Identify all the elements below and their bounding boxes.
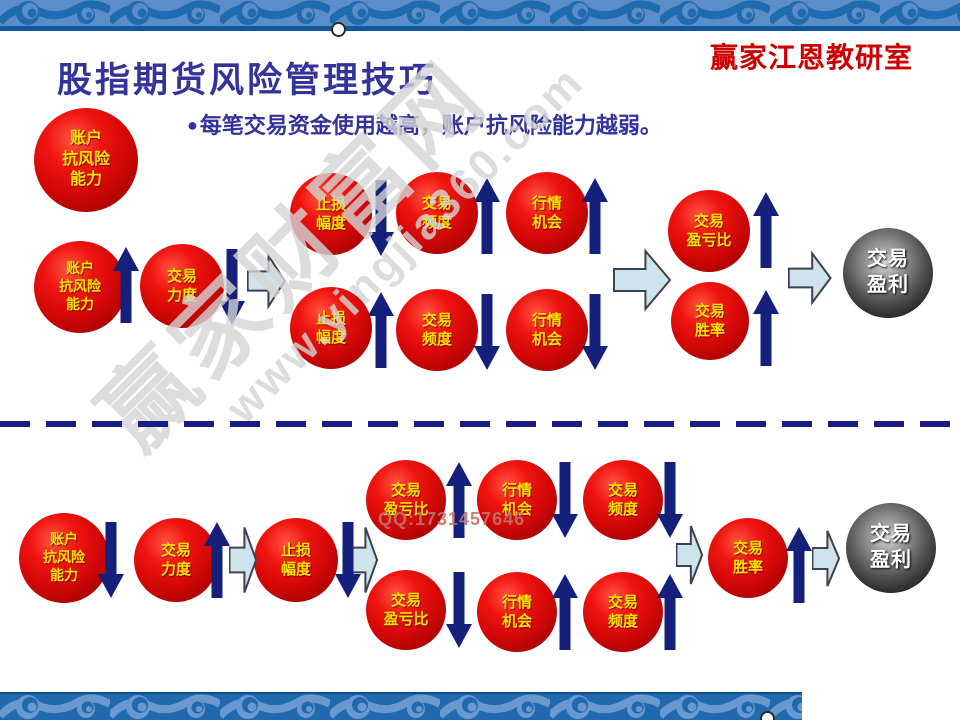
down-arrow-icon — [552, 462, 578, 538]
diagram-node: 行情 机会 — [506, 289, 588, 371]
diagram-node: 交易 频度 — [583, 572, 663, 652]
up-arrow-icon — [204, 522, 230, 598]
right-arrow-icon — [229, 526, 257, 594]
up-arrow-icon — [657, 574, 683, 650]
right-arrow-icon — [613, 250, 672, 310]
up-arrow-icon — [446, 462, 472, 538]
right-arrow-icon — [788, 252, 832, 304]
diagram-result-node: 交易 盈利 — [846, 503, 936, 593]
down-arrow-icon — [582, 294, 608, 370]
up-arrow-icon — [753, 192, 779, 268]
diagram-node: 交易 胜率 — [671, 282, 749, 360]
diagram-node: 交易 盈亏比 — [668, 190, 750, 272]
diagram-node: 交易 频度 — [396, 289, 478, 371]
diagram-node: 交易 胜率 — [708, 518, 788, 598]
diagram-node: 交易 力度 — [134, 518, 218, 602]
diagram-node: 交易 盈亏比 — [366, 570, 446, 650]
down-arrow-icon — [474, 294, 500, 370]
diagram-node: 止损 幅度 — [290, 287, 372, 369]
right-arrow-icon — [247, 254, 286, 308]
diagram-node: 账户 抗风险 能力 — [34, 108, 138, 212]
diagram-result-node: 交易 盈利 — [843, 228, 933, 318]
diagram-node: 行情 机会 — [477, 460, 557, 540]
up-arrow-icon — [753, 290, 779, 366]
diagram-node: 止损 幅度 — [254, 518, 338, 602]
bullet-text: 每笔交易资金使用越高，账户抗风险能力越弱。 — [199, 113, 662, 138]
down-arrow-icon — [446, 572, 472, 648]
up-arrow-icon — [582, 178, 608, 254]
diagram-node: 交易 频度 — [396, 172, 478, 254]
ring-ornament — [760, 711, 775, 720]
up-arrow-icon — [552, 574, 578, 650]
right-arrow-icon — [812, 529, 840, 588]
bottom-border-wave-ornament — [0, 692, 802, 720]
diagram-node: 交易 频度 — [583, 460, 663, 540]
up-arrow-icon — [786, 527, 812, 603]
diagram-node: 账户 抗风险 能力 — [34, 241, 126, 333]
up-arrow-icon — [474, 178, 500, 254]
diagram-node: 交易 力度 — [140, 244, 224, 328]
dashed-divider — [0, 421, 960, 427]
diagram-node: 行情 机会 — [477, 572, 557, 652]
up-arrow-icon — [113, 247, 139, 323]
down-arrow-icon — [657, 462, 683, 538]
up-arrow-icon — [368, 292, 394, 368]
top-border-wave-ornament — [0, 0, 960, 31]
down-arrow-icon — [368, 180, 394, 256]
bullet-line: ●每笔交易资金使用越高，账户抗风险能力越弱。 — [187, 108, 662, 140]
ring-ornament — [331, 22, 346, 37]
diagram-node: 行情 机会 — [506, 172, 588, 254]
diagram-node: 账户 抗风险 能力 — [19, 513, 109, 603]
down-arrow-icon — [219, 249, 245, 325]
diagram-node: 交易 盈亏比 — [366, 460, 446, 540]
brand-label: 赢家江恩教研室 — [710, 43, 914, 74]
down-arrow-icon — [98, 522, 124, 598]
bullet-marker-icon: ● — [187, 115, 198, 135]
down-arrow-icon — [335, 522, 361, 598]
diagram-node: 止损 幅度 — [290, 173, 372, 255]
page-title: 股指期货风险管理技巧 — [57, 61, 438, 100]
